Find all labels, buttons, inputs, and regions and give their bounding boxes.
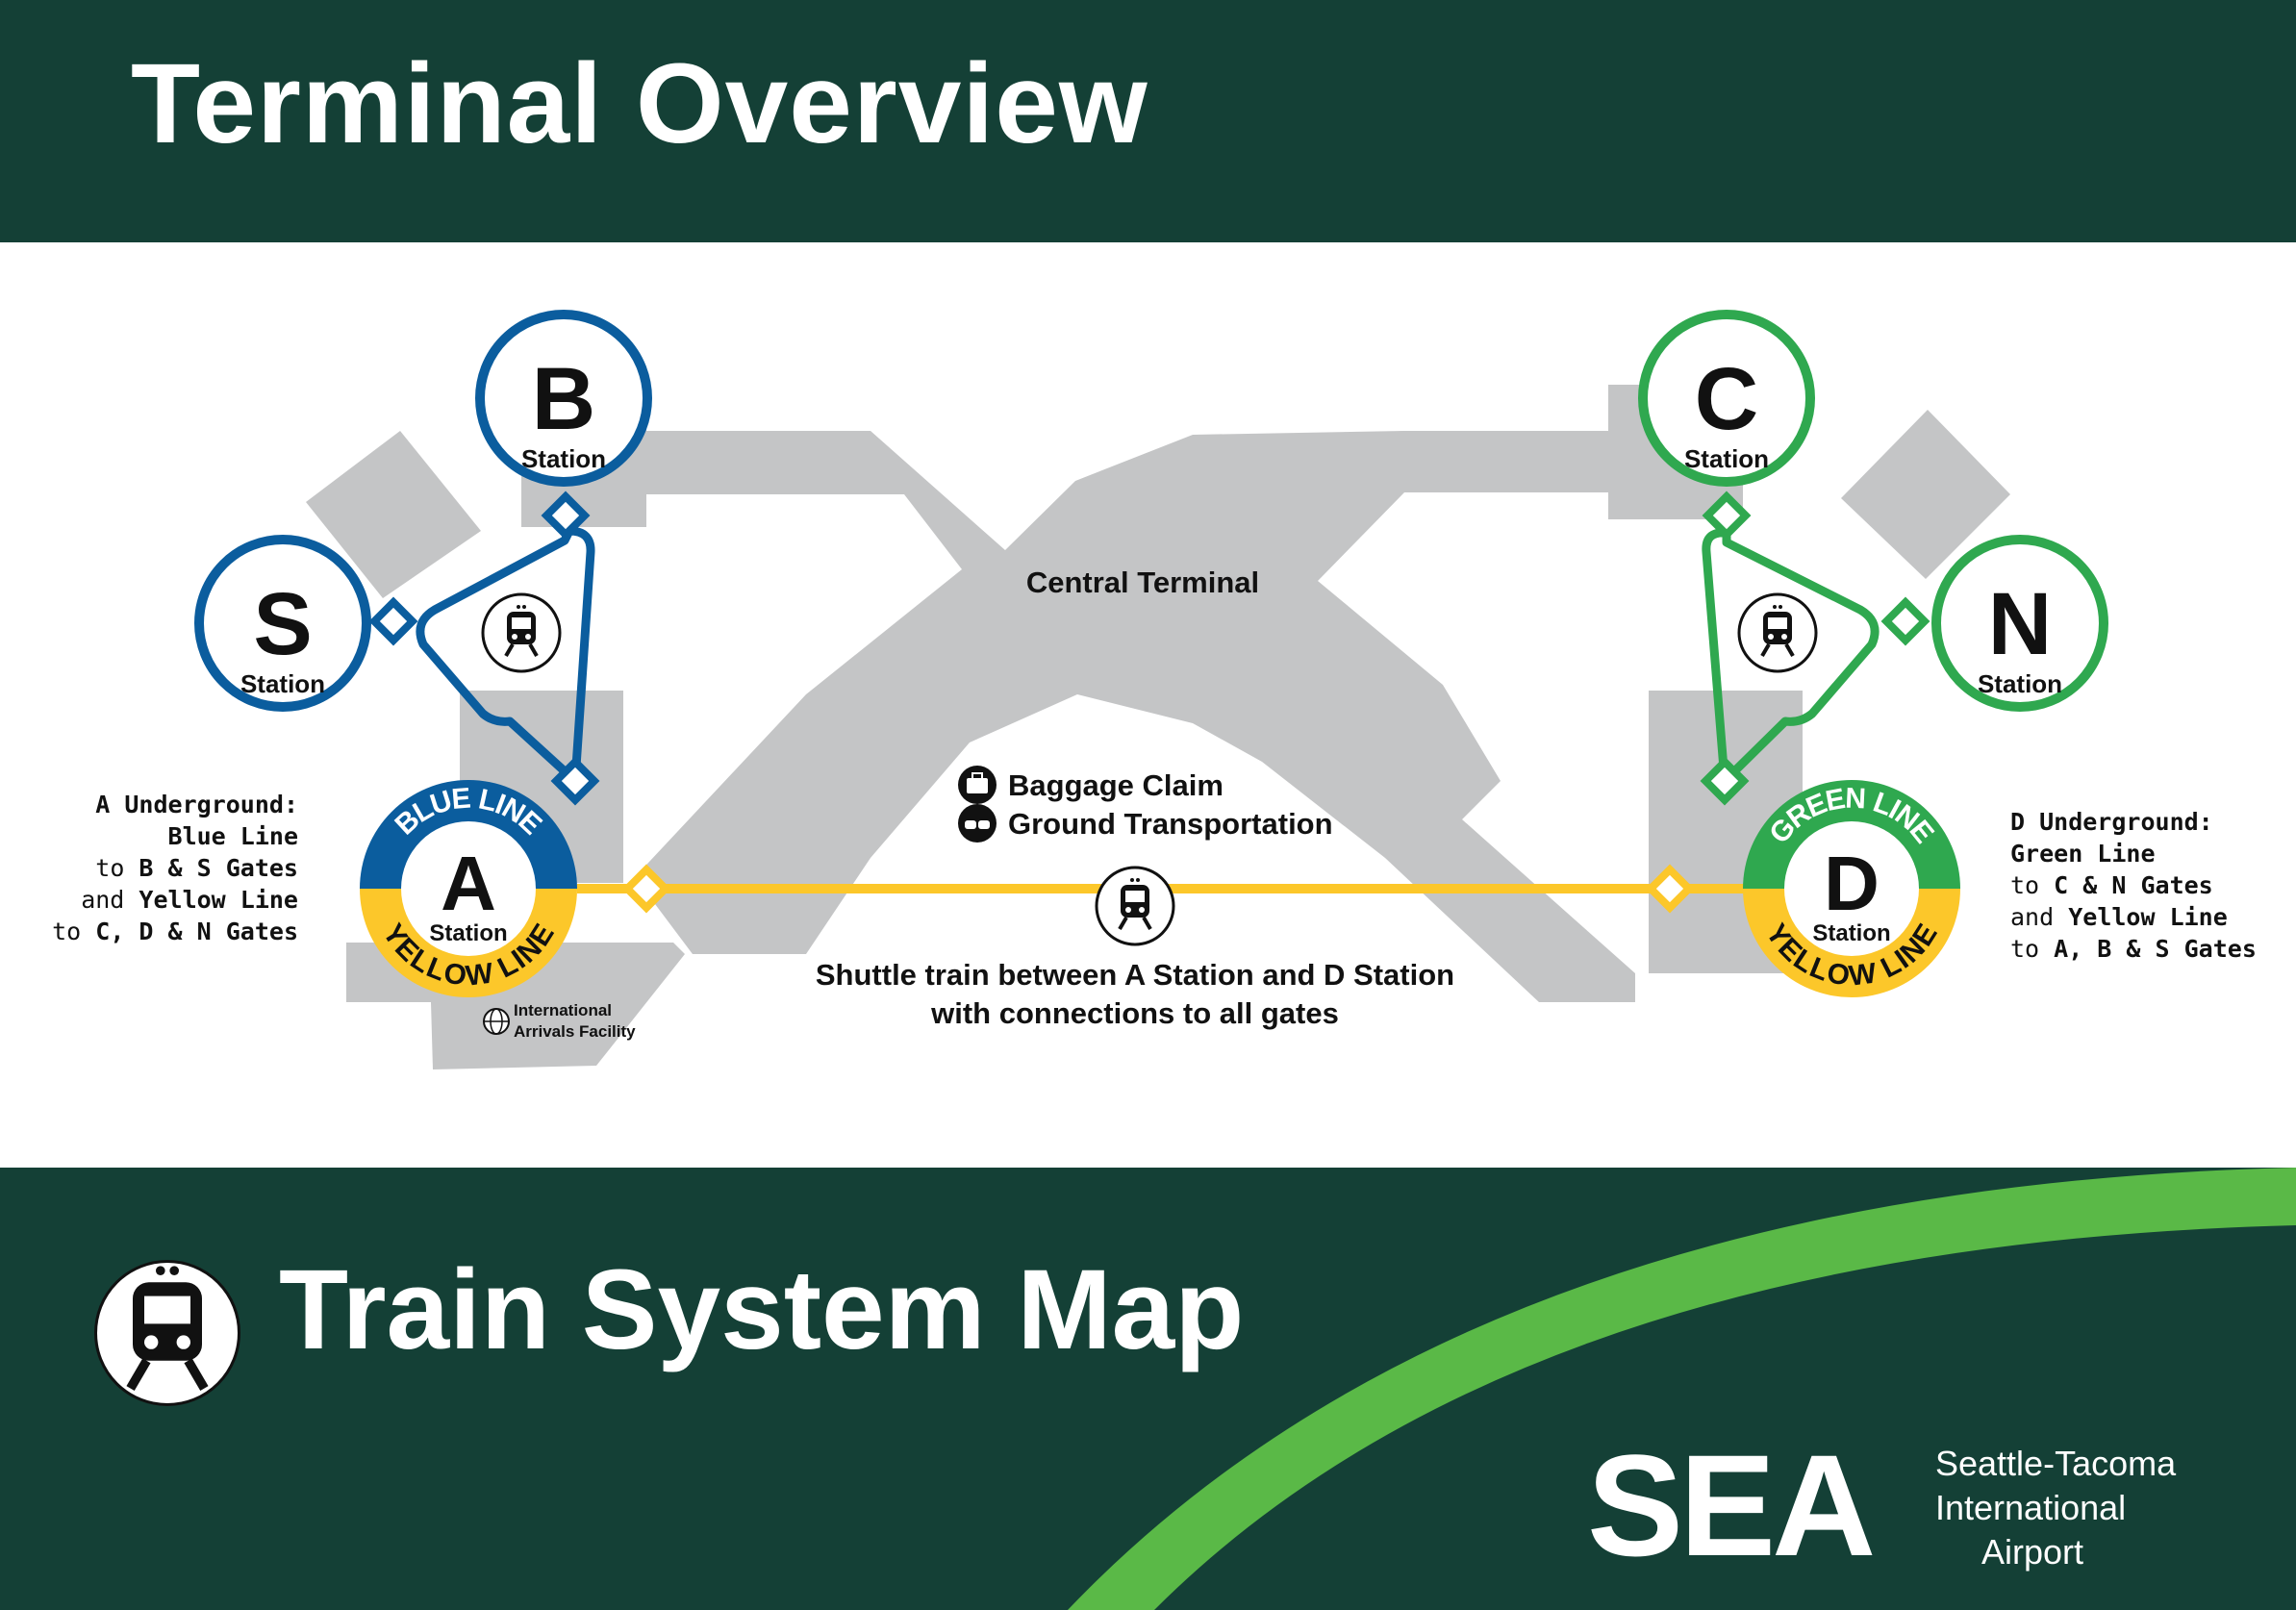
shuttle-description-line2: with connections to all gates — [930, 996, 1339, 1030]
page-title: Terminal Overview — [131, 40, 1148, 167]
s-connector — [368, 596, 418, 646]
a-blue-connector — [550, 756, 600, 806]
green-line — [1702, 528, 1880, 786]
station-b-letter: B — [532, 350, 595, 448]
station-b[interactable]: B Station — [475, 310, 652, 487]
station-d-label: Station — [1812, 920, 1890, 946]
d-green-connector — [1700, 756, 1750, 806]
station-a-letter: A — [441, 841, 496, 926]
station-d-letter: D — [1824, 841, 1880, 926]
footer-banner: Train System Map SEA Seattle-Tacoma Inte… — [0, 1168, 2296, 1610]
d-note-line3-prefix: and — [2010, 903, 2069, 931]
a-note-line3-bold: Yellow Line — [139, 886, 298, 914]
d-note-line2-bold: C & N Gates — [2054, 871, 2213, 899]
header-banner: Terminal Overview — [0, 0, 2296, 242]
n-concourse-building — [1841, 410, 2010, 579]
sea-logo: SEA — [1587, 1424, 1876, 1586]
a-note-line1: Blue Line — [167, 822, 298, 850]
station-n[interactable]: N Station — [1931, 535, 2108, 712]
station-c-letter: C — [1695, 350, 1758, 448]
a-underground-note: A Underground: Blue Line to B & S Gates … — [29, 789, 298, 947]
station-s[interactable]: S Station — [194, 535, 371, 712]
a-note-title: A Underground: — [95, 791, 298, 818]
s-concourse-building — [306, 431, 481, 598]
green-swoosh — [1068, 1168, 2296, 1610]
blue-loop-train-icon — [481, 592, 562, 673]
green-loop-train-icon — [1737, 592, 1818, 673]
baggage-icon — [958, 766, 997, 804]
train-icon — [94, 1260, 240, 1406]
ground-transportation-label: Ground Transportation — [1008, 807, 1333, 841]
central-terminal-building — [635, 431, 1635, 1002]
station-s-label: Station — [240, 669, 325, 698]
shuttle-description-line1: Shuttle train between A Station and D St… — [816, 958, 1454, 992]
baggage-claim-label: Baggage Claim — [1008, 768, 1224, 802]
line-connectors — [368, 491, 1930, 914]
a-note-line3-prefix: and — [81, 886, 139, 914]
n-connector — [1880, 596, 1930, 646]
station-s-letter: S — [253, 575, 312, 673]
footer-title: Train System Map — [279, 1246, 1245, 1373]
station-n-label: Station — [1978, 669, 2062, 698]
d-note-line4-bold: A, B & S Gates — [2054, 935, 2257, 963]
central-terminal-label: Central Terminal — [1026, 566, 1259, 599]
iaf-label-line1: International — [514, 1001, 612, 1019]
d-note-line4-prefix: to — [2010, 935, 2055, 963]
station-a[interactable]: BLUE LINE YELLOW LINE A Station — [360, 780, 577, 997]
airport-name-line2: International — [1935, 1488, 2127, 1527]
d-note-line2-prefix: to — [2010, 871, 2055, 899]
d-underground-note: D Underground: Green Line to C & N Gates… — [2010, 806, 2289, 965]
c-connector — [1702, 491, 1752, 541]
d-note-title: D Underground: — [2010, 808, 2213, 836]
station-c[interactable]: C Station — [1638, 310, 1815, 487]
station-d[interactable]: GREEN LINE YELLOW LINE D Station — [1743, 780, 1960, 997]
iaf-label-line2: Arrivals Facility — [514, 1022, 636, 1041]
a-note-line2-bold: B & S Gates — [139, 854, 298, 882]
airport-name: Seattle-Tacoma International Airport — [1935, 1442, 2176, 1574]
station-c-label: Station — [1684, 444, 1769, 473]
globe-icon — [483, 1008, 510, 1035]
station-b-label: Station — [521, 444, 606, 473]
a-yellow-connector — [621, 864, 671, 914]
station-a-label: Station — [429, 920, 507, 946]
airport-name-line1: Seattle-Tacoma — [1935, 1444, 2177, 1483]
airport-name-line3: Airport — [1981, 1532, 2084, 1572]
terminal-map: B Station S Station C Station N Station — [194, 310, 2108, 1069]
blue-line — [416, 526, 595, 786]
shuttle-train-icon — [1095, 866, 1175, 946]
car-icon — [958, 804, 997, 843]
a-note-line4-bold: C, D & N Gates — [95, 918, 298, 945]
d-yellow-connector — [1645, 864, 1695, 914]
a-note-line2-prefix: to — [95, 854, 139, 882]
station-n-letter: N — [1988, 575, 2052, 673]
b-connector — [541, 491, 591, 541]
d-note-line3-bold: Yellow Line — [2068, 903, 2228, 931]
d-note-line1: Green Line — [2010, 840, 2156, 868]
a-note-line4-prefix: to — [52, 918, 96, 945]
